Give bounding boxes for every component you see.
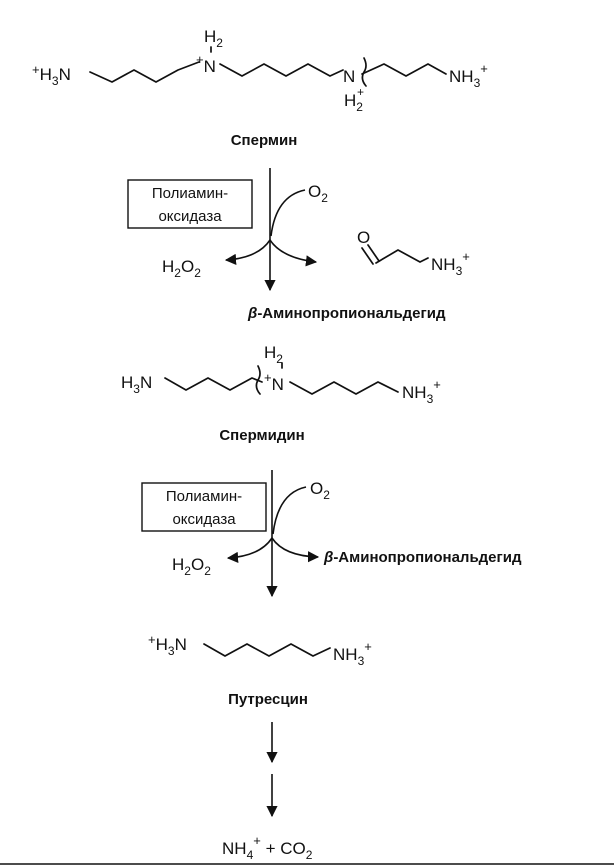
- putrescine-terminal-right: NH3+: [333, 639, 372, 668]
- spermidine-n: +N: [264, 370, 284, 394]
- enzyme-label-1-line1: Полиамин-: [152, 185, 228, 202]
- reaction-2: Полиамин- оксидаза O2 H2O2 β-Аминопропио…: [141, 470, 522, 598]
- reaction-1-peroxide-arrow: [224, 239, 271, 265]
- spermidine-structure: H3N H2 +N NH3+: [121, 343, 441, 406]
- aldehyde-structure: O NH3+: [357, 228, 470, 278]
- reaction-1-aldehyde-arrow: [269, 239, 318, 267]
- spermine-n1-hydrogens: H2: [204, 27, 223, 50]
- reaction-2-oxygen-curve: [272, 486, 307, 535]
- reaction-2-peroxide-arrow: [226, 537, 273, 563]
- aldehyde-label-2: β-Аминопропиональдегид: [323, 549, 522, 566]
- putrescine-structure: +H3N NH3+: [148, 632, 372, 668]
- aldehyde-label-1: β-Аминопропиональдегид: [247, 305, 446, 322]
- enzyme-label-2-line1: Полиамин-: [166, 488, 242, 505]
- reaction-2-peroxide: H2O2: [172, 555, 211, 578]
- spermidine-terminal-right: NH3+: [402, 377, 441, 406]
- spermine-structure: +H3N H2 +N N + H2 NH3+: [32, 27, 488, 114]
- putrescine-chain: [203, 643, 331, 657]
- spermidine-chain-2: [289, 381, 399, 395]
- reaction-1-oxygen-curve: [270, 189, 306, 237]
- spermidine-chain-1: [164, 377, 263, 391]
- spermine-chain-1: [89, 61, 200, 83]
- reaction-2-oxygen: O2: [310, 479, 330, 502]
- enzyme-label-2-line2: оксидаза: [172, 511, 236, 528]
- enzyme-label-1-line2: оксидаза: [158, 208, 222, 225]
- reaction-1-oxygen: O2: [308, 182, 328, 205]
- spermine-n2: N: [343, 67, 355, 86]
- spermidine-terminal-left: H3N: [121, 373, 152, 396]
- aldehyde-chain: [375, 249, 429, 264]
- spermine-n2-charge: +: [357, 85, 364, 99]
- putrescine-terminal-left: +H3N: [148, 632, 187, 658]
- spermine-cleavage-mark: [361, 57, 367, 87]
- final-products: NH4+ + CO2: [222, 833, 313, 862]
- spermine-n1: +N: [196, 52, 216, 76]
- spermidine-n-hydrogens: H2: [264, 343, 283, 366]
- reaction-1-peroxide: H2O2: [162, 257, 201, 280]
- enzyme-box-1: [127, 179, 253, 229]
- spermidine-label: Спермидин: [219, 427, 304, 444]
- spermine-n2-hydrogens: H2: [344, 91, 363, 114]
- spermine-chain-3: [361, 63, 447, 77]
- spermine-label: Спермин: [231, 132, 298, 149]
- spermine-chain-2: [219, 63, 344, 77]
- spermine-terminal-left: +H3N: [32, 62, 71, 88]
- aldehyde-amino-group: NH3+: [431, 249, 470, 278]
- reaction-2-aldehyde-arrow: [271, 537, 320, 563]
- aldehyde-oxygen: O: [357, 228, 370, 247]
- reaction-1: Полиамин- оксидаза O2 H2O2 O NH3+ β-Амин…: [127, 168, 470, 322]
- enzyme-box-2: [141, 482, 267, 532]
- putrescine-label: Путресцин: [228, 691, 308, 708]
- spermidine-cleavage-mark: [255, 365, 261, 395]
- spermine-terminal-right: NH3+: [449, 61, 488, 90]
